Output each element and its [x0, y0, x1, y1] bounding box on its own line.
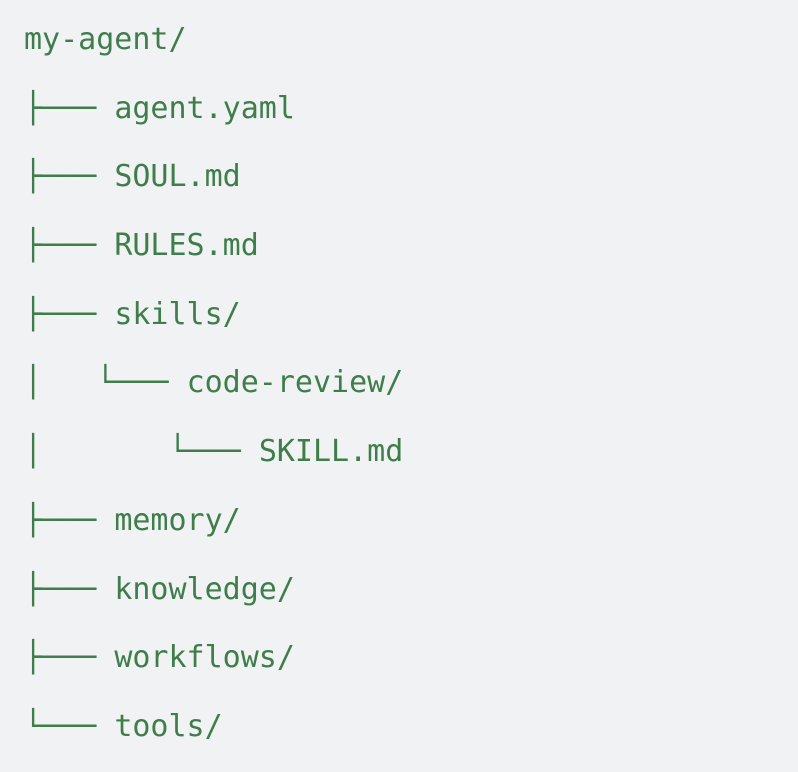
tree-branch: ├───: [24, 640, 115, 676]
tree-label-root-directory: my-agent/: [24, 22, 187, 57]
tree-branch: ├───: [24, 571, 115, 607]
tree-row-knowledge: ├─── knowledge/: [24, 556, 798, 625]
tree-label-soul-md: SOUL.md: [114, 159, 241, 195]
tree-branch: ├───: [24, 159, 115, 195]
tree-row-code-review: │ └─── code-review/: [24, 349, 798, 418]
tree-branch: ├───: [24, 228, 115, 264]
tree-branch: ├───: [24, 296, 115, 332]
tree-row-agent-yaml: ├─── agent.yaml: [24, 75, 798, 144]
tree-row-rules-md: ├─── RULES.md: [24, 212, 798, 281]
tree-label-code-review-directory: code-review/: [186, 365, 404, 401]
tree-row-tools: └─── tools/: [24, 693, 798, 762]
tree-branch: ├───: [24, 90, 115, 126]
tree-label-memory-directory: memory/: [114, 502, 241, 538]
tree-label-workflows-directory: workflows/: [114, 640, 295, 676]
tree-branch: └───: [24, 708, 115, 744]
tree-branch: │ └───: [24, 365, 187, 401]
tree-label-knowledge-directory: knowledge/: [114, 571, 295, 607]
tree-row-workflows: ├─── workflows/: [24, 624, 798, 693]
tree-label-rules-md: RULES.md: [114, 228, 259, 264]
tree-row-skill-md: │ └─── SKILL.md: [24, 418, 798, 487]
tree-row-skills: ├─── skills/: [24, 281, 798, 350]
tree-row-root: my-agent/: [24, 6, 798, 75]
tree-label-agent-yaml: agent.yaml: [114, 90, 295, 126]
tree-label-skill-md: SKILL.md: [258, 434, 404, 470]
tree-label-tools-directory: tools/: [114, 708, 223, 744]
tree-branch: ├───: [24, 502, 115, 538]
tree-label-skills-directory: skills/: [114, 296, 241, 332]
tree-row-memory: ├─── memory/: [24, 487, 798, 556]
tree-branch: │ └───: [24, 434, 259, 470]
tree-row-soul-md: ├─── SOUL.md: [24, 143, 798, 212]
